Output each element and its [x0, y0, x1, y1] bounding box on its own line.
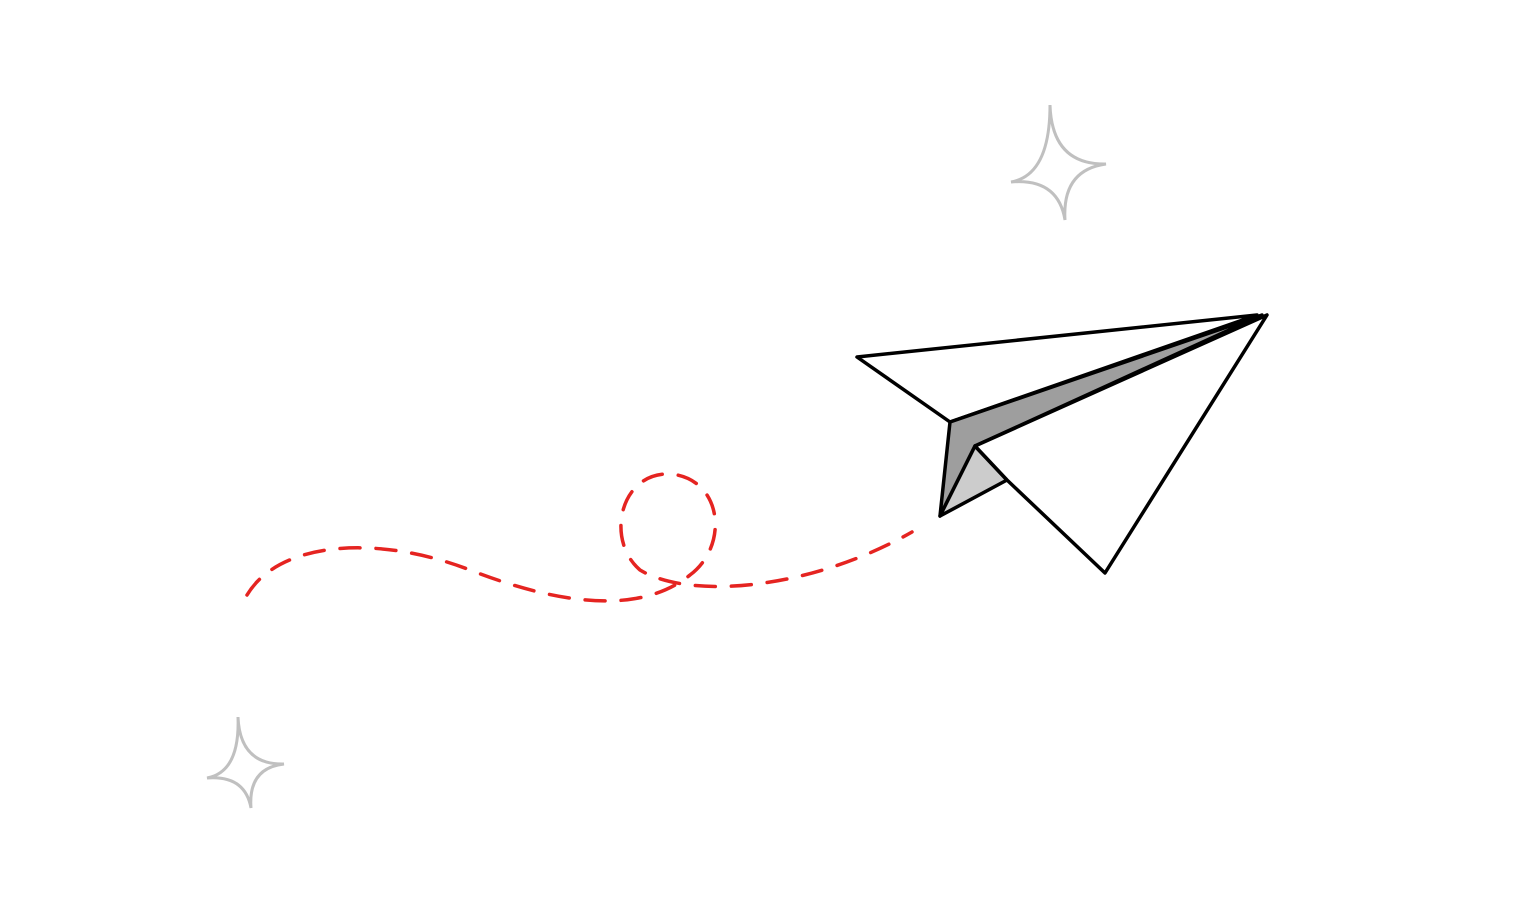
- plane-right-wing: [973, 313, 1269, 575]
- sparkles: [206, 104, 1107, 809]
- sparkle-icon-bottom: [206, 716, 285, 809]
- flight-trail: [245, 472, 914, 603]
- sparkle-icon-top: [1010, 104, 1107, 221]
- paper-plane: [855, 313, 1269, 575]
